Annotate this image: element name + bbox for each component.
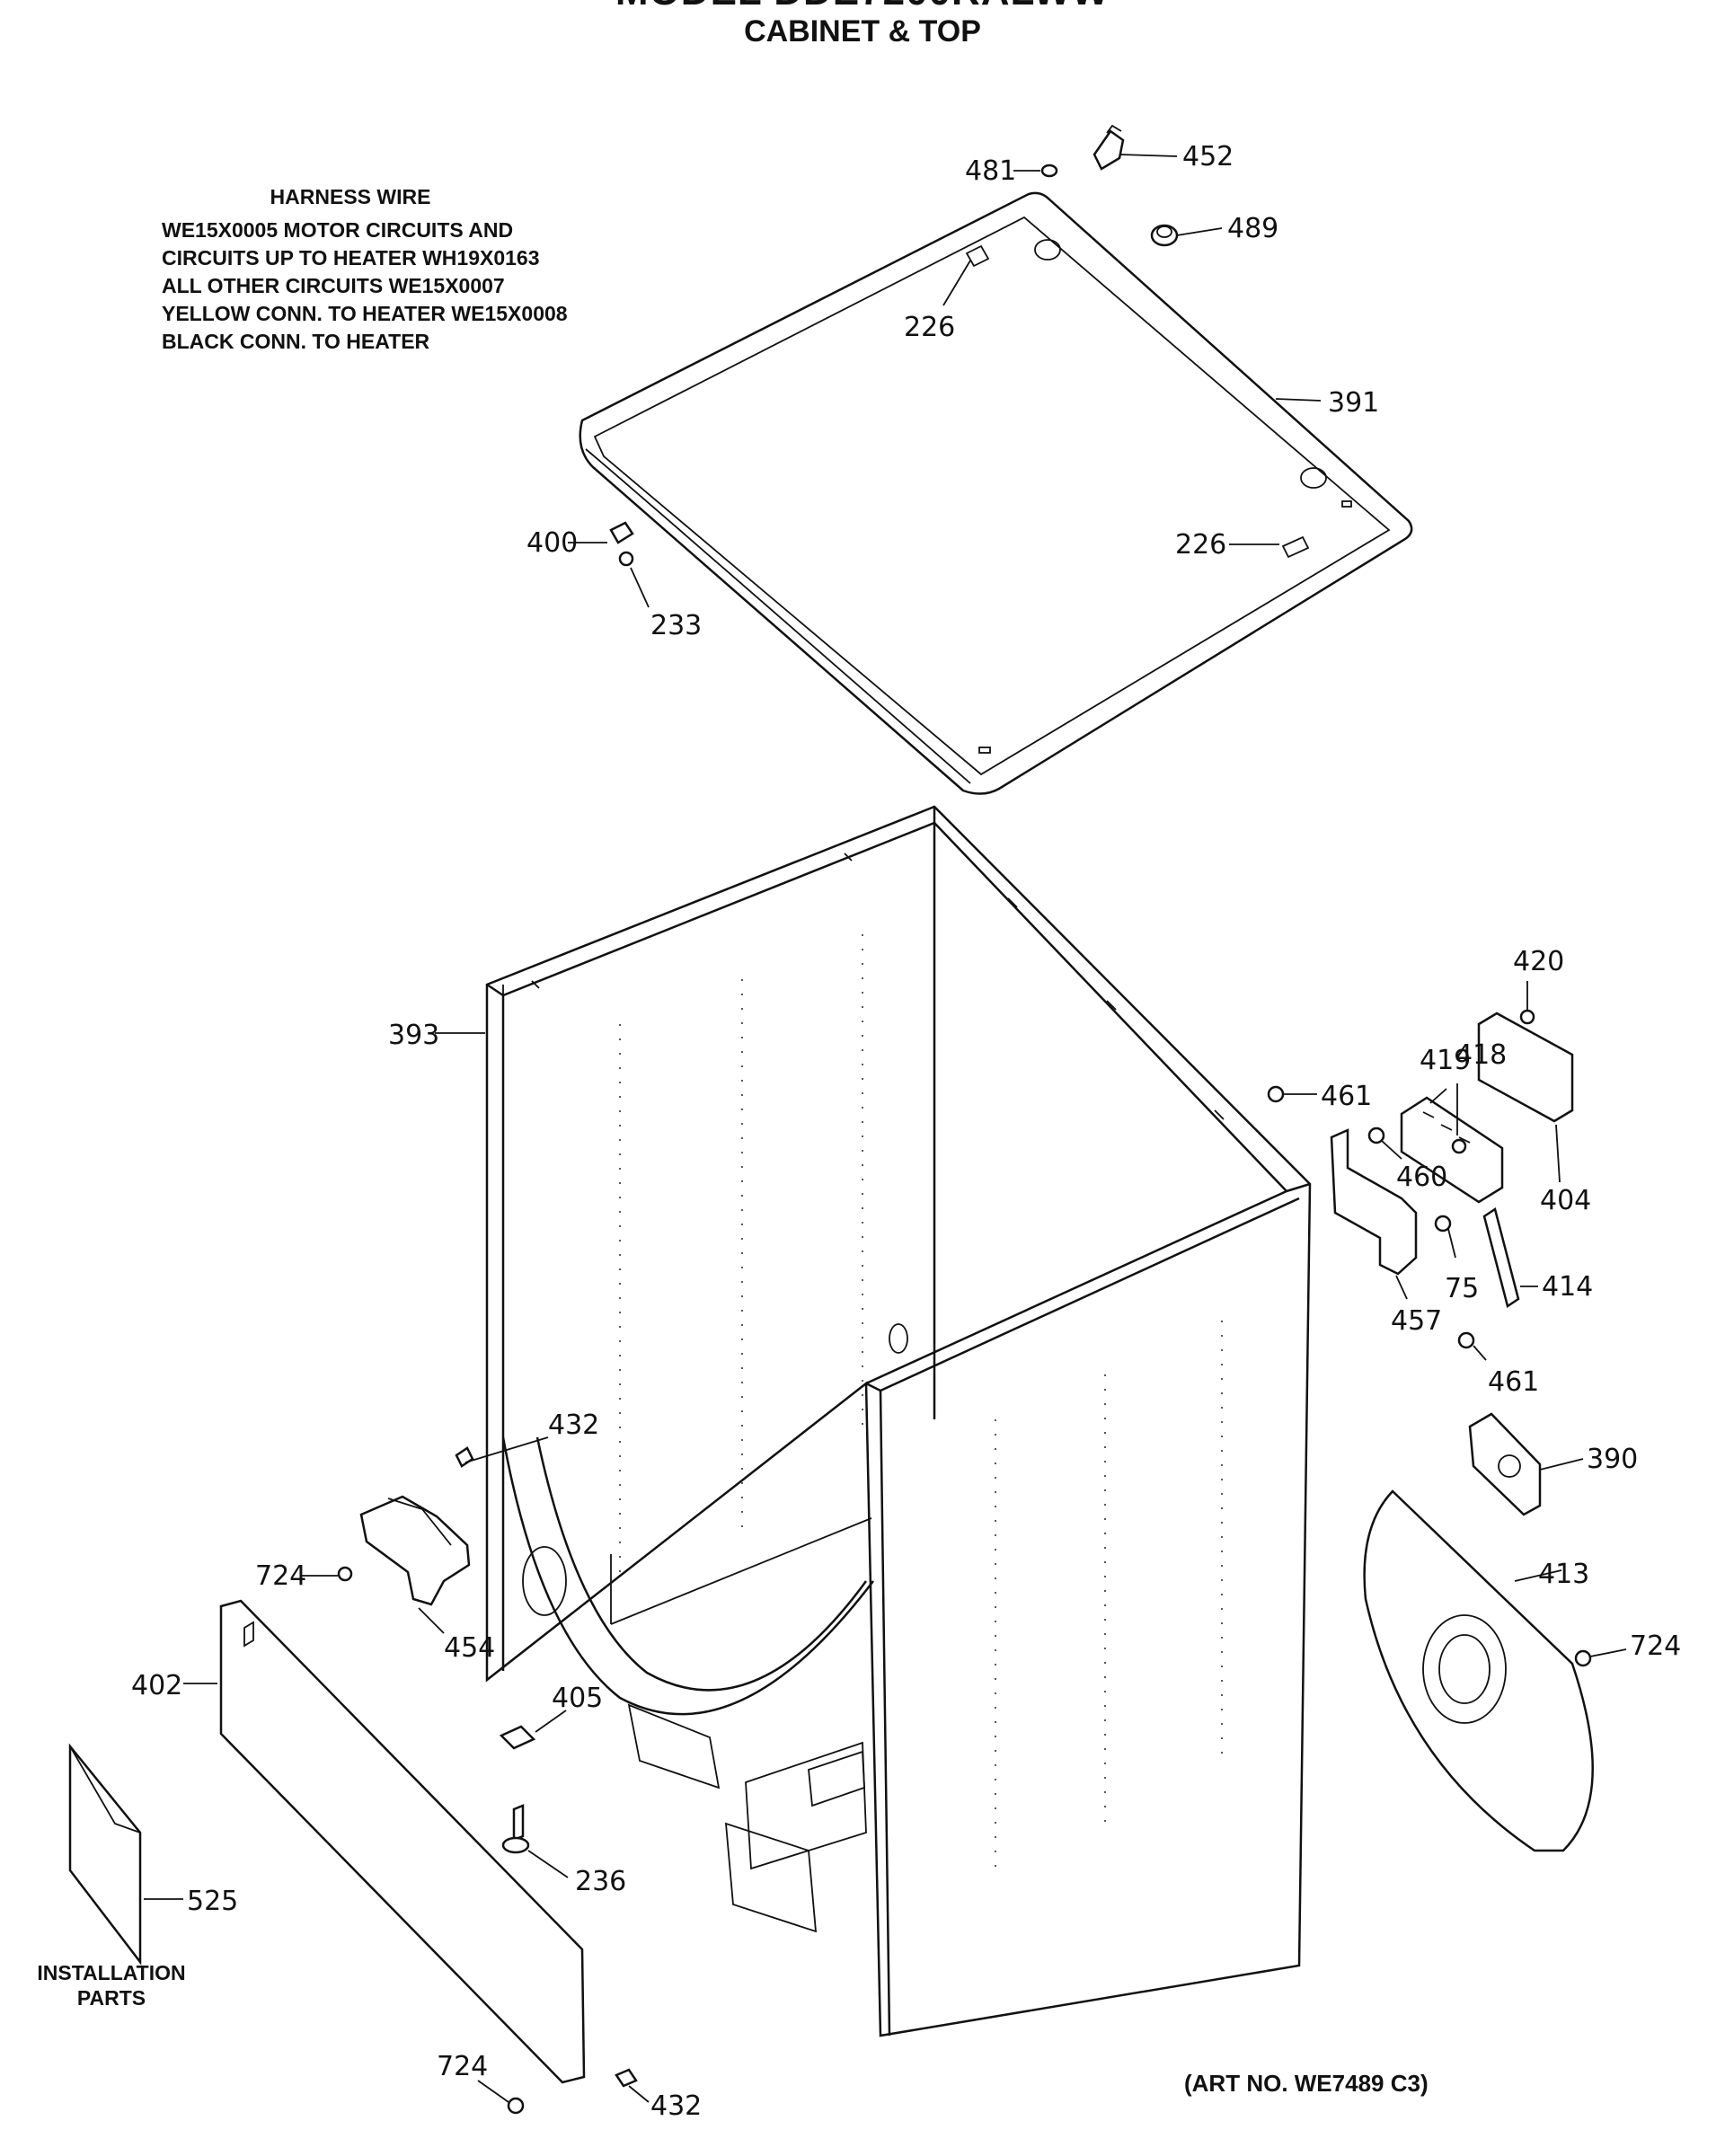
callout-236: 236 xyxy=(575,1866,626,1897)
harness-note-title: HARNESS WIRE xyxy=(270,185,431,208)
callout-413: 413 xyxy=(1538,1559,1589,1590)
section-title: CABINET & TOP xyxy=(744,14,981,49)
terminal-block-assembly xyxy=(1267,1009,1592,1667)
callout-724-bottom: 724 xyxy=(437,2051,488,2082)
callout-489: 489 xyxy=(1227,213,1278,244)
back-panel xyxy=(1363,1489,1594,1852)
model-title: MODEL DDE7200RALWW xyxy=(0,0,1725,14)
callout-460: 460 xyxy=(1396,1162,1447,1193)
callout-390: 390 xyxy=(1587,1444,1638,1475)
callout-432-upper: 432 xyxy=(548,1409,599,1441)
top-panel xyxy=(579,191,1413,795)
leader-lines xyxy=(144,154,1627,2103)
callout-418: 418 xyxy=(1455,1039,1507,1071)
callout-405: 405 xyxy=(552,1683,603,1714)
callout-724-left: 724 xyxy=(255,1560,306,1592)
callout-457: 457 xyxy=(1391,1305,1442,1337)
callout-226-top: 226 xyxy=(904,312,955,343)
callout-labels: 481 452 489 226 391 400 233 226 393 420 … xyxy=(131,141,1681,2122)
callout-414: 414 xyxy=(1542,1271,1593,1303)
callout-402: 402 xyxy=(131,1670,182,1701)
callout-481: 481 xyxy=(965,155,1016,187)
callout-432-bottom: 432 xyxy=(650,2090,702,2122)
callout-393: 393 xyxy=(388,1020,439,1051)
installation-parts-label: INSTALLATION PARTS xyxy=(37,1961,186,2010)
callout-400: 400 xyxy=(526,527,578,559)
callout-525: 525 xyxy=(187,1886,238,1917)
cabinet xyxy=(485,805,1312,2037)
callout-233: 233 xyxy=(650,610,702,641)
callout-724-right: 724 xyxy=(1630,1630,1681,1662)
callout-75: 75 xyxy=(1445,1273,1479,1304)
callout-420: 420 xyxy=(1513,946,1564,977)
callout-419: 419 xyxy=(1420,1045,1471,1076)
callout-452: 452 xyxy=(1182,141,1234,172)
callout-404: 404 xyxy=(1540,1185,1591,1216)
callout-454: 454 xyxy=(444,1632,495,1664)
callout-461-bottom: 461 xyxy=(1488,1366,1539,1398)
callout-391: 391 xyxy=(1328,387,1379,419)
callout-226-bottom: 226 xyxy=(1175,529,1226,561)
art-number: (ART NO. WE7489 C3) xyxy=(1184,2070,1429,2097)
harness-note-body: WE15X0005 MOTOR CIRCUITS AND CIRCUITS UP… xyxy=(162,218,568,353)
left-parts xyxy=(68,1446,638,2115)
harness-wire-note: HARNESS WIRE WE15X0005 MOTOR CIRCUITS AN… xyxy=(162,183,584,356)
top-hardware xyxy=(609,124,1179,567)
callout-461-top: 461 xyxy=(1321,1081,1372,1112)
